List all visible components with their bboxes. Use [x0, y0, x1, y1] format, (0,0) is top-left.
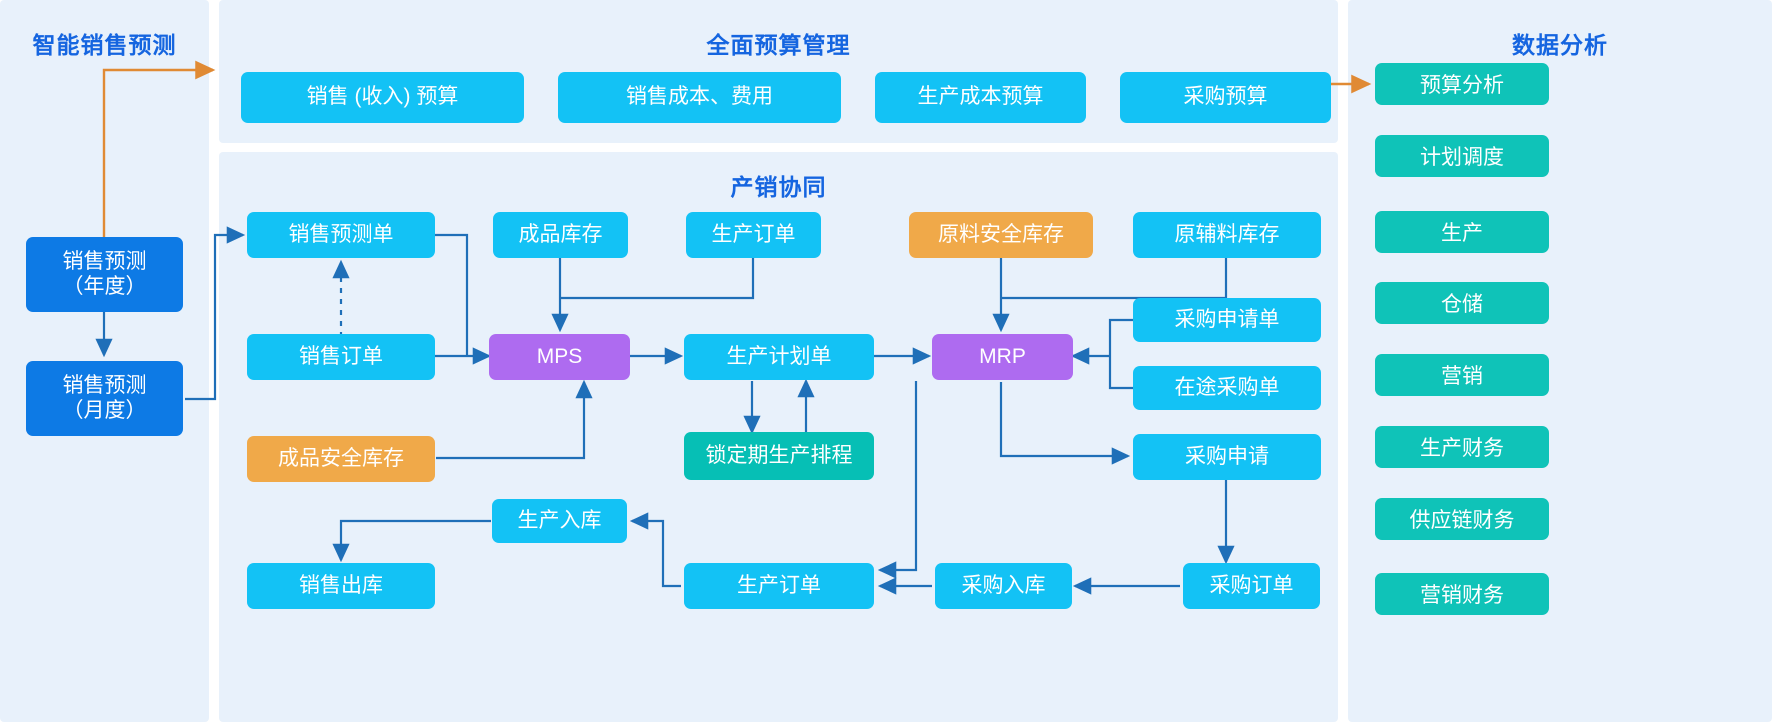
node-sales-cost-expense[interactable]: 销售成本、费用 [558, 72, 841, 123]
node-purchase-inbound[interactable]: 采购入库 [935, 563, 1072, 609]
node-sales-outbound[interactable]: 销售出库 [247, 563, 435, 609]
node-production-order-top[interactable]: 生产订单 [686, 212, 821, 258]
node-locked-period-production-schedule[interactable]: 锁定期生产排程 [684, 432, 874, 480]
panel-title-analysis: 数据分析 [1512, 32, 1608, 58]
node-sales-forecast-form[interactable]: 销售预测单 [247, 212, 435, 258]
node-sales-forecast-monthly[interactable]: 销售预测 （月度） [26, 361, 183, 436]
node-finished-goods-stock[interactable]: 成品库存 [493, 212, 628, 258]
node-procurement-budget[interactable]: 采购预算 [1120, 72, 1331, 123]
chip-production[interactable]: 生产 [1375, 211, 1549, 253]
chip-production-finance[interactable]: 生产财务 [1375, 426, 1549, 468]
node-production-cost-budget[interactable]: 生产成本预算 [875, 72, 1086, 123]
node-raw-auxiliary-stock[interactable]: 原辅料库存 [1133, 212, 1321, 258]
node-production-plan-form[interactable]: 生产计划单 [684, 334, 874, 380]
node-production-order-bottom[interactable]: 生产订单 [684, 563, 874, 609]
node-purchase-in-transit[interactable]: 在途采购单 [1133, 366, 1321, 410]
panel-title-coordination: 产销协同 [730, 174, 827, 200]
node-sales-revenue-budget[interactable]: 销售 (收入) 预算 [241, 72, 524, 123]
panel-title-budget: 全面预算管理 [706, 32, 851, 58]
chip-marketing-finance[interactable]: 营销财务 [1375, 573, 1549, 615]
node-purchase-order[interactable]: 采购订单 [1183, 563, 1320, 609]
node-mrp[interactable]: MRP [932, 334, 1073, 380]
chip-budget-analysis[interactable]: 预算分析 [1375, 63, 1549, 105]
node-purchase-requisition-form[interactable]: 采购申请单 [1133, 298, 1321, 342]
panel-title-forecast: 智能销售预测 [32, 32, 177, 58]
node-sales-order[interactable]: 销售订单 [247, 334, 435, 380]
node-mps[interactable]: MPS [489, 334, 630, 380]
node-purchase-request[interactable]: 采购申请 [1133, 434, 1321, 480]
chip-warehousing[interactable]: 仓储 [1375, 282, 1549, 324]
chip-planning-scheduling[interactable]: 计划调度 [1375, 135, 1549, 177]
node-raw-material-safety-stock[interactable]: 原料安全库存 [909, 212, 1093, 258]
chip-marketing[interactable]: 营销 [1375, 354, 1549, 396]
chip-supply-chain-finance[interactable]: 供应链财务 [1375, 498, 1549, 540]
node-sales-forecast-annual[interactable]: 销售预测 （年度） [26, 237, 183, 312]
node-finished-goods-safety-stock[interactable]: 成品安全库存 [247, 436, 435, 482]
node-production-inbound[interactable]: 生产入库 [492, 499, 627, 543]
